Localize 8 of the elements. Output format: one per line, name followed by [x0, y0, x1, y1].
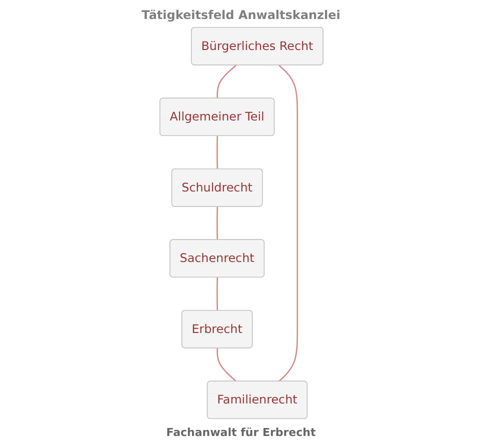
connector — [216, 136, 218, 170]
connector — [278, 64, 298, 382]
connector — [216, 348, 236, 382]
diagram-title: Tätigkeitsfeld Anwaltskanzlei — [142, 8, 340, 22]
note-label: Fachanwalt für Erbrecht — [166, 426, 316, 439]
connector — [216, 206, 218, 240]
connector — [216, 64, 236, 98]
connector — [216, 278, 218, 311]
